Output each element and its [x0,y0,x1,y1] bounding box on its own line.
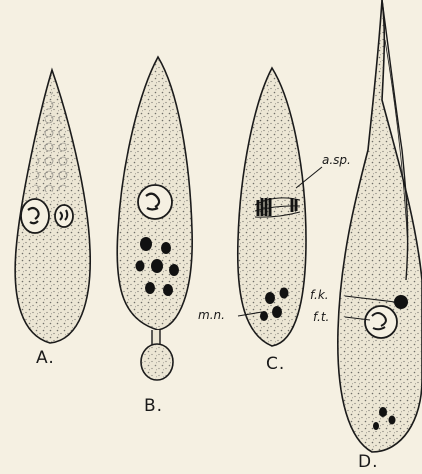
cell-a-nucleus [21,199,49,233]
label-c: C. [266,356,285,373]
cell-c [238,68,322,346]
cell-b-nucleus [138,185,172,219]
cell-b [117,57,192,380]
annotation-asp: a.sp. [322,154,351,166]
annotation-mn: m.n. [198,309,225,321]
label-d: D. [358,454,379,471]
cell-d-nucleus [365,306,397,338]
cell-a-micronucleus [55,205,73,227]
cell-a [15,70,90,343]
label-a: A. [36,350,55,367]
cell-d-flagellum-kinetoplast [394,295,408,309]
cell-d [338,0,422,452]
label-b: B. [144,398,163,415]
annotation-ft: f.t. [313,311,329,323]
annotation-fk: f.k. [310,289,329,301]
